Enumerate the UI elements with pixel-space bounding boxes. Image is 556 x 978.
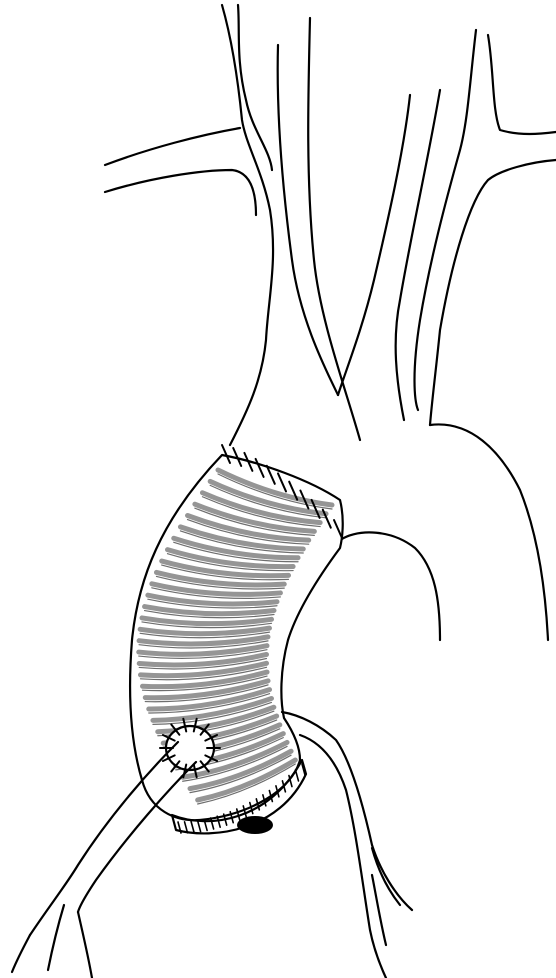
descending-aorta-inner [340,532,440,640]
vascular-graft [130,455,343,820]
descending-aorta-outer [430,424,548,640]
brachiocephalic-left-wall [222,5,273,445]
left-subclavian-wall-4 [488,35,556,134]
right-subclavian-lower [105,170,256,215]
left-subclavian-wall-1 [338,95,410,395]
side-branch-split-c [12,935,30,972]
black-pledget [237,816,273,834]
cuff-hatch-line [191,821,194,832]
cuff-hatch-line [198,821,201,832]
left-subclavian-wall-5 [430,160,556,425]
distal-vessel-upper [282,712,412,910]
cuff-hatch-line [211,818,214,829]
distal-vessel-branch-b [372,875,386,945]
distal-vessel-lower [300,735,386,978]
right-subclavian-upper [105,128,240,165]
side-branch-split-b [48,905,64,970]
brachiocephalic-right-wall [238,5,272,170]
distal-vessel [282,712,412,978]
side-branch-split-a [78,912,92,978]
cuff-hatch-line [295,770,298,781]
left-carotid-wall-2 [308,18,360,440]
